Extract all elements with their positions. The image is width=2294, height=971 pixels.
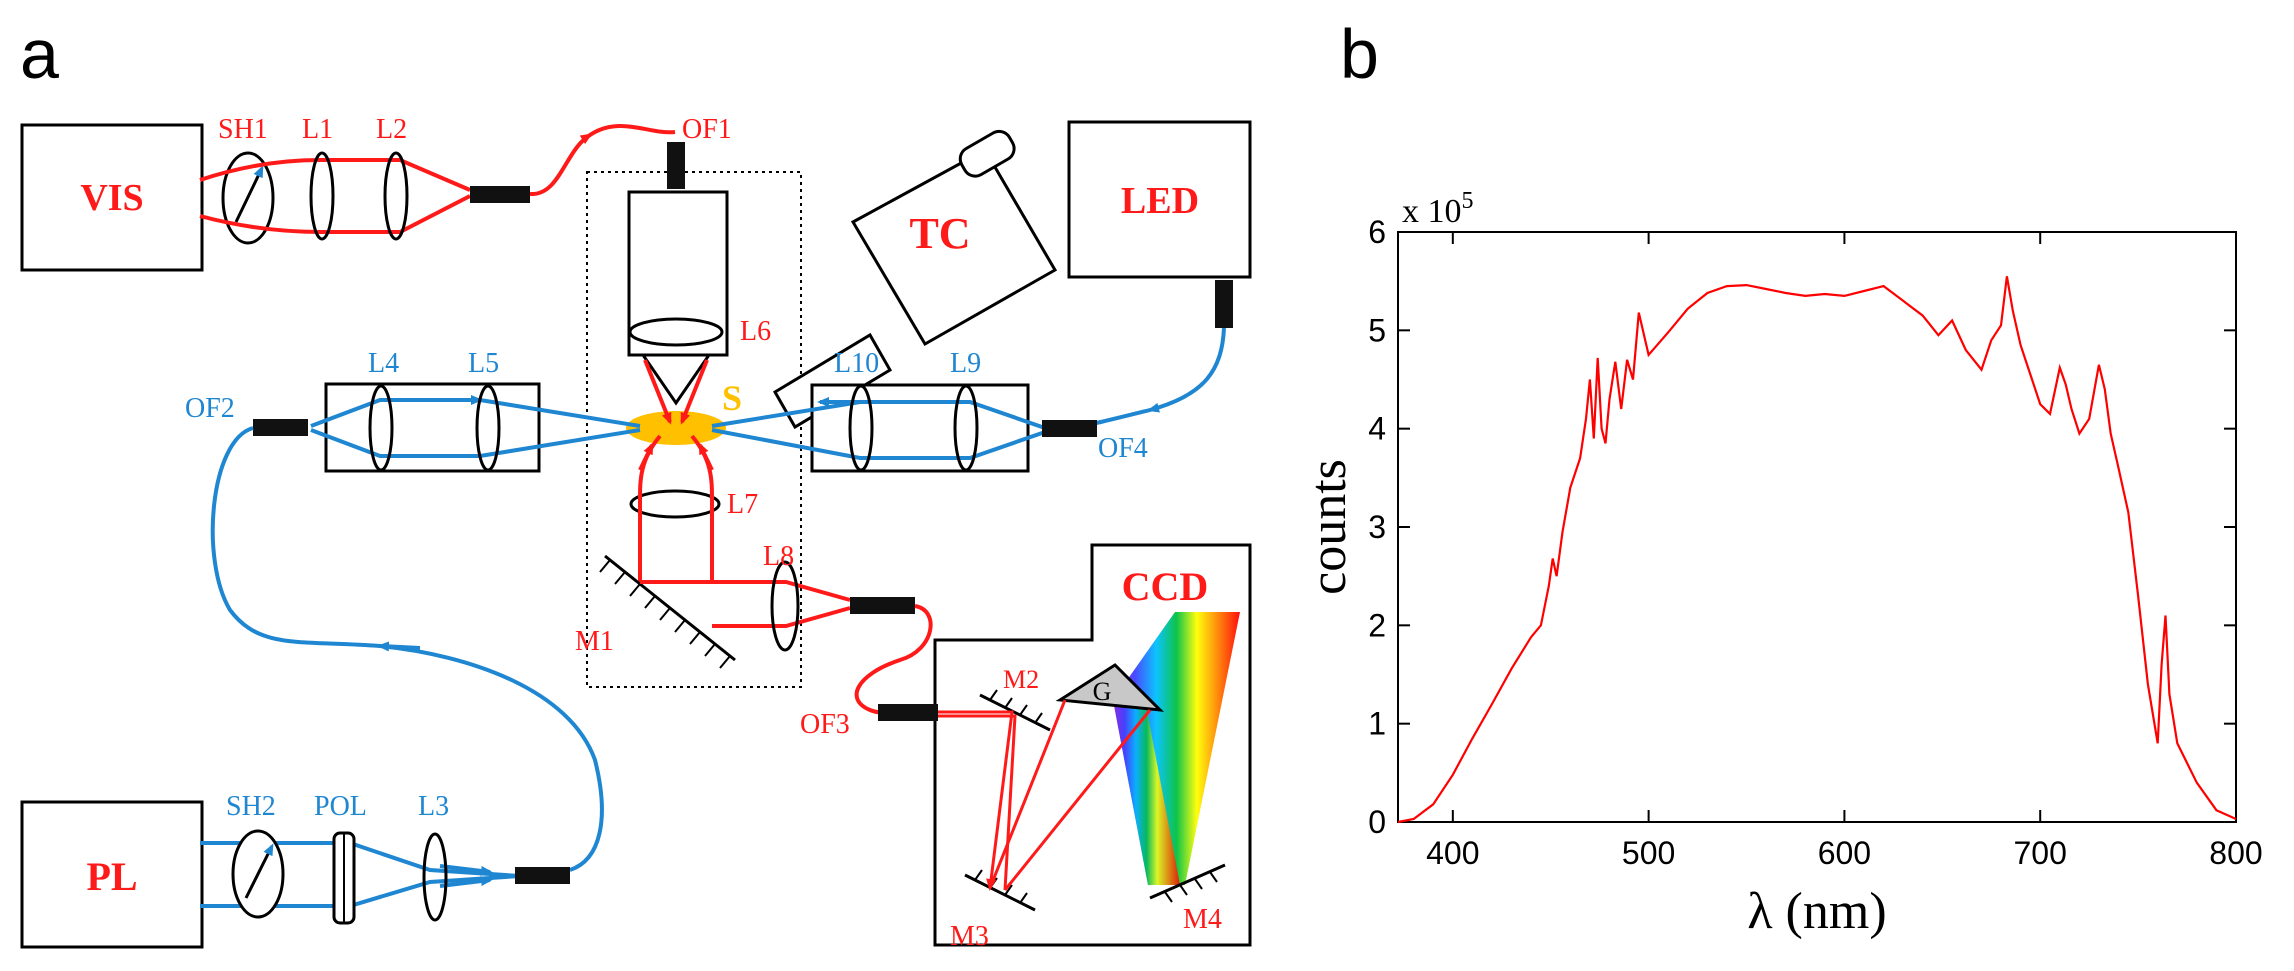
vis-source-box xyxy=(20,123,204,272)
y-scale-exponent: 5 xyxy=(1462,188,1474,214)
of4-label: OF4 xyxy=(1098,433,1148,464)
l1-label: L1 xyxy=(302,114,333,145)
pl-source-label: PL xyxy=(86,854,137,899)
of3-fiber-end xyxy=(878,704,938,721)
x-tick-label: 500 xyxy=(1622,835,1675,871)
y-tick-label: 6 xyxy=(1368,214,1386,250)
y-tick-label: 0 xyxy=(1368,804,1386,840)
grating-g xyxy=(1055,663,1165,712)
y-axis-label: counts xyxy=(1300,459,1357,595)
l9-label: L9 xyxy=(950,348,981,379)
l8-label: L8 xyxy=(763,541,794,572)
m2-mirror xyxy=(979,693,1051,732)
l2-lens xyxy=(383,151,409,241)
x-axis-label: λ (nm) xyxy=(1747,883,1886,940)
m4-label: M4 xyxy=(1183,904,1222,935)
l5-lens xyxy=(475,384,501,472)
m1-label: M1 xyxy=(575,626,614,657)
of1-fiber-end xyxy=(667,142,685,189)
l8-lens xyxy=(770,560,800,652)
l9-lens xyxy=(953,384,979,472)
x-tick-label: 400 xyxy=(1426,835,1479,871)
vis-source-label: VIS xyxy=(80,177,143,219)
sample-label: S xyxy=(722,378,742,418)
led-source-label: LED xyxy=(1121,180,1199,222)
ccd-fiber-coupler xyxy=(850,597,915,614)
spectrum-chart: 400 500 600 700 800 0 1 2 3 4 5 6 x 105 counts λ (n… xyxy=(1300,188,2263,940)
pl-source-box xyxy=(20,800,204,949)
sh1-label: SH1 xyxy=(218,114,268,145)
m3-label: M3 xyxy=(950,921,989,952)
of2-label: OF2 xyxy=(185,393,235,424)
ccd-label: CCD xyxy=(1122,564,1209,609)
of1-label: OF1 xyxy=(682,114,732,145)
of3-label: OF3 xyxy=(800,709,850,740)
y-tick-label: 4 xyxy=(1368,411,1386,447)
x-tick-label: 600 xyxy=(1818,835,1871,871)
l10-label: L10 xyxy=(834,348,879,379)
of2-fiber-end xyxy=(253,419,308,436)
y-scale-label: x 105 xyxy=(1402,188,1474,230)
pol-label: POL xyxy=(314,791,367,822)
l3-label: L3 xyxy=(418,791,449,822)
spectrum-line xyxy=(1397,276,2237,824)
tc-camera xyxy=(772,129,1058,430)
l2-label: L2 xyxy=(376,114,407,145)
l7-lens xyxy=(629,489,721,519)
l3-lens xyxy=(422,832,448,922)
y-tick-label: 5 xyxy=(1368,312,1386,348)
m2-label: M2 xyxy=(1003,665,1039,694)
y-tick-label: 1 xyxy=(1368,706,1386,742)
l7-label: L7 xyxy=(727,489,758,520)
axis-ticks: 400 500 600 700 800 0 1 2 3 4 5 6 xyxy=(1368,214,2262,871)
l1-lens xyxy=(309,151,335,241)
sample-spot xyxy=(626,411,726,445)
pl-fiber-coupler xyxy=(515,867,570,884)
of4-fiber-end xyxy=(1042,420,1097,437)
x-tick-label: 800 xyxy=(2209,835,2262,871)
microscope-frame xyxy=(586,171,802,688)
setup-diagram: VIS SH1 L1 L2 OF1 L6 TC LED xyxy=(20,114,1252,952)
panel-label-a: a xyxy=(20,15,59,93)
led-source-box xyxy=(1067,120,1252,279)
m3-mirror xyxy=(964,873,1036,912)
led-fiber-end xyxy=(1215,280,1233,328)
sh2-label: SH2 xyxy=(226,791,276,822)
l4-label: L4 xyxy=(368,348,399,379)
g-label: G xyxy=(1093,677,1112,706)
l4-lens xyxy=(368,384,394,472)
y-tick-label: 3 xyxy=(1368,509,1386,545)
y-tick-label: 2 xyxy=(1368,607,1386,643)
x-tick-label: 700 xyxy=(2014,835,2067,871)
panel-label-b: b xyxy=(1340,15,1379,93)
l6-label: L6 xyxy=(740,316,771,347)
l10-lens xyxy=(848,384,874,472)
plot-frame xyxy=(1397,231,2237,823)
l5-label: L5 xyxy=(468,348,499,379)
tc-label: TC xyxy=(909,209,970,258)
vis-fiber-coupler xyxy=(470,186,530,203)
l6-lens xyxy=(628,317,724,347)
m4-mirror xyxy=(1149,863,1226,900)
